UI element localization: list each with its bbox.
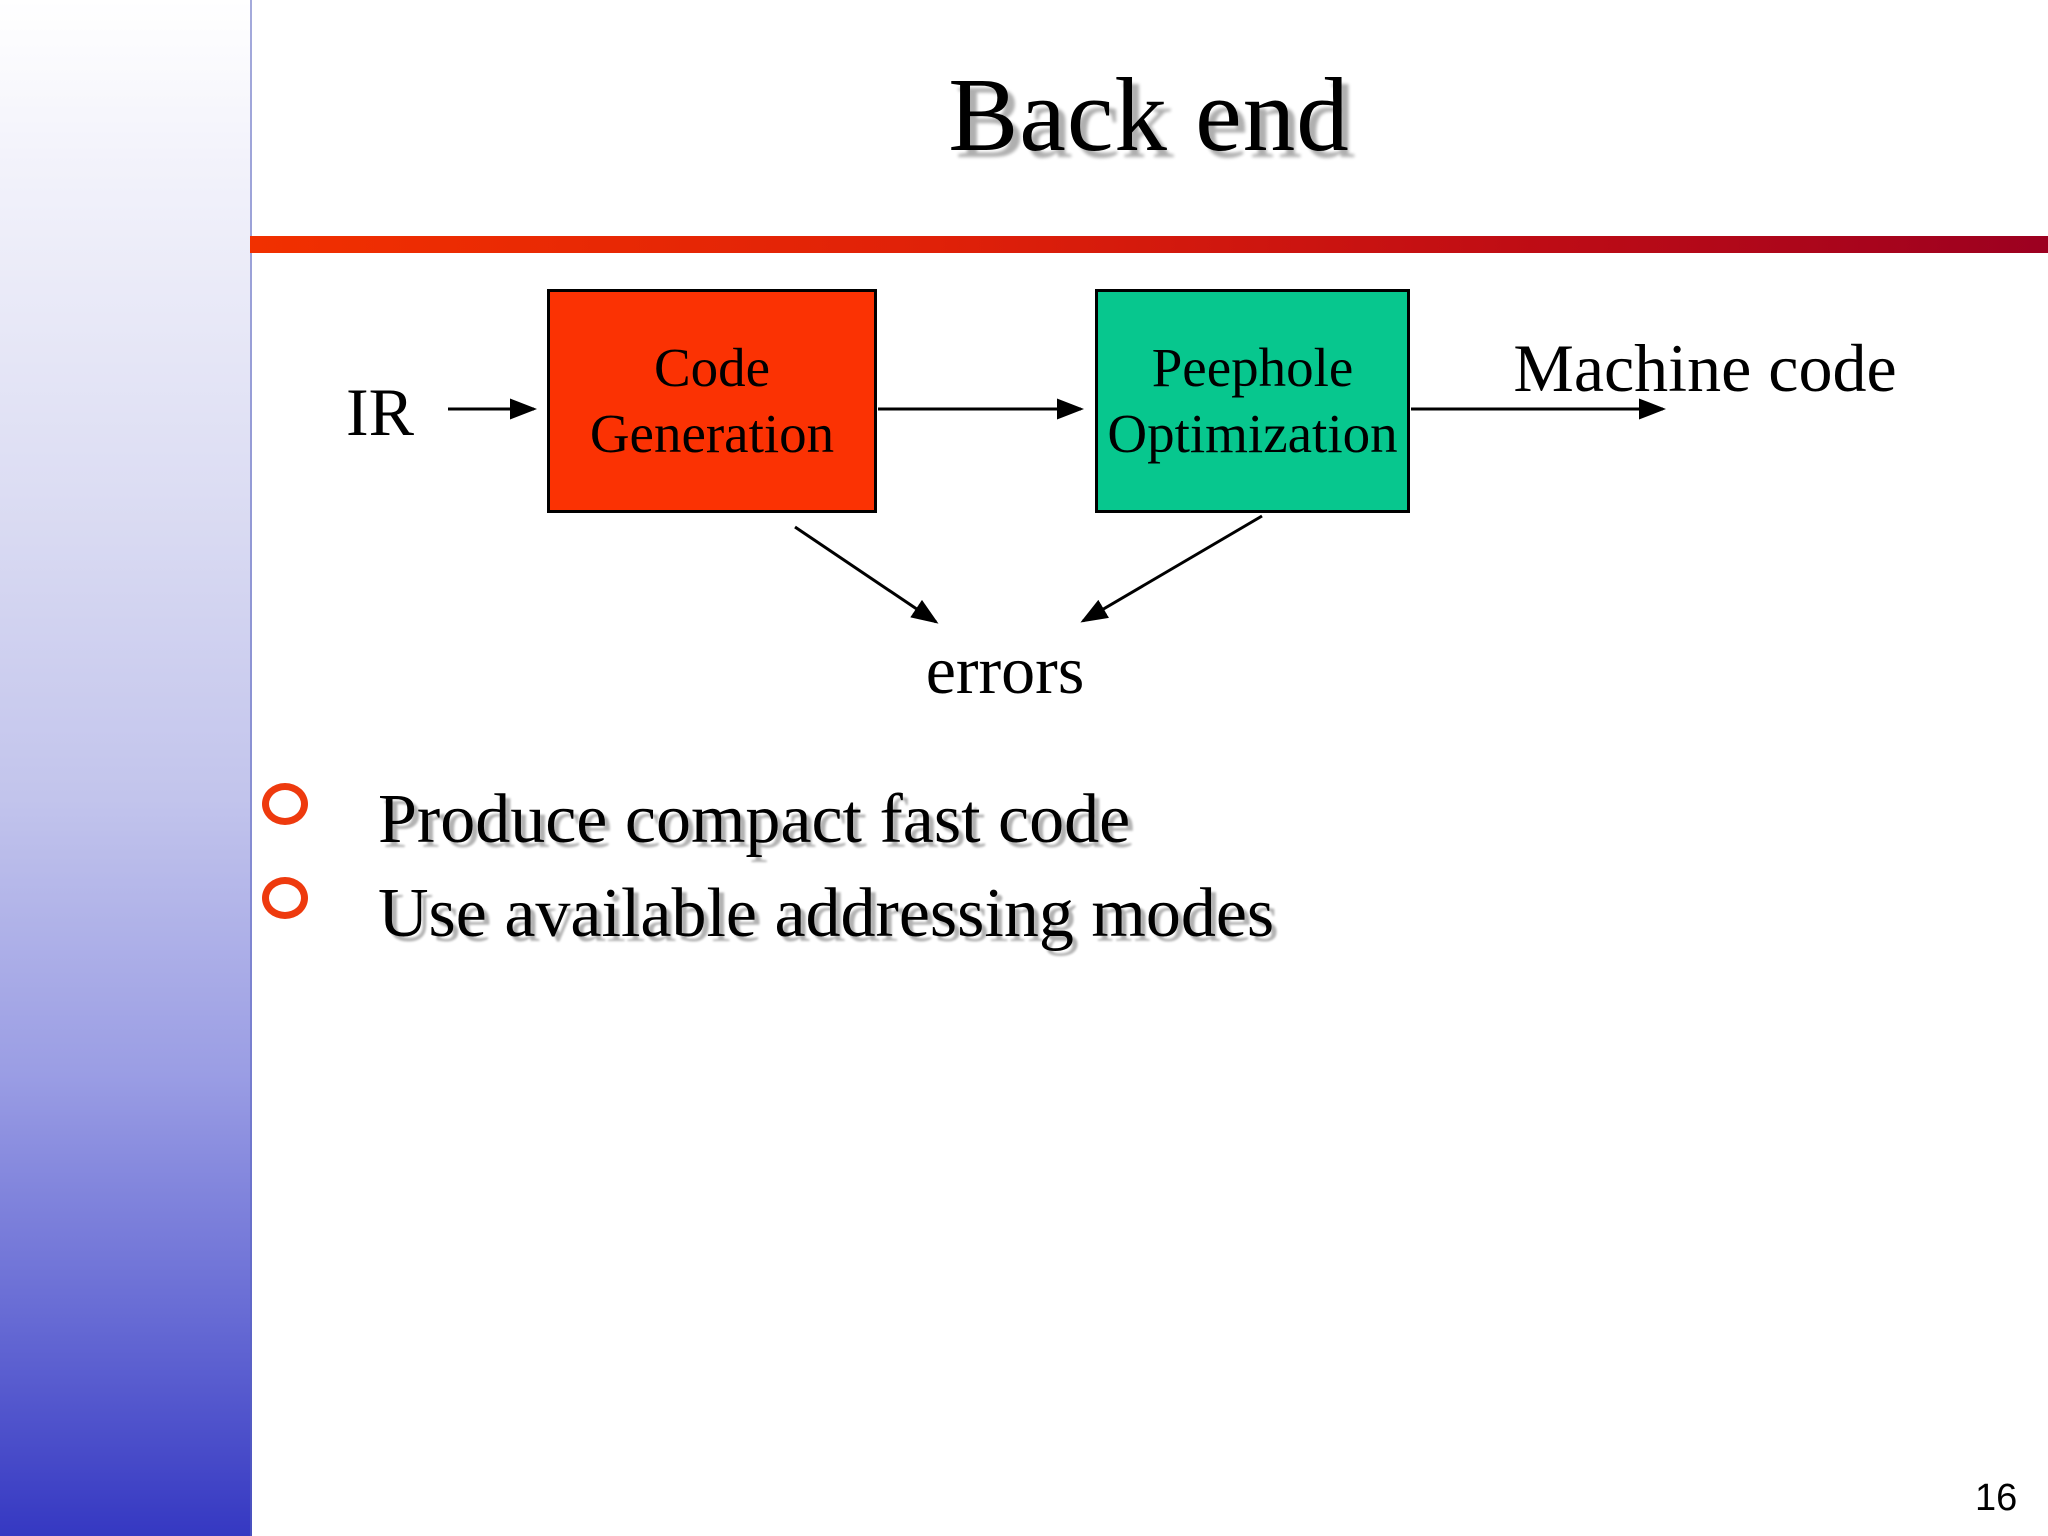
code-generation-label-line1: Code — [653, 337, 771, 398]
bullet-text: Produce compact fast code — [378, 781, 1131, 858]
code-generation-box: Code Generation — [547, 289, 877, 513]
slide-title: Back end — [948, 56, 1350, 173]
peephole-label-line1: Peephole — [1151, 337, 1354, 398]
arrow-codegen-to-errors — [794, 525, 939, 624]
page-number: 16 — [1975, 1477, 2018, 1519]
code-generation-label-line2: Generation — [589, 403, 835, 464]
bullet-ring-icon — [262, 877, 308, 919]
sidebar-gradient — [0, 0, 252, 1536]
bullet-ring-icon — [262, 783, 308, 825]
accent-divider-line — [250, 236, 2048, 253]
peephole-label-line2: Optimization — [1107, 403, 1398, 464]
ir-label: IR — [346, 374, 414, 450]
diagram-arrows — [448, 398, 1666, 624]
errors-label: errors — [925, 632, 1085, 708]
machine-code-label: Machine code — [1513, 330, 1897, 406]
bullet-text: Use available addressing modes — [378, 875, 1275, 952]
peephole-optimization-box: Peephole Optimization — [1095, 289, 1410, 513]
arrow-peephole-to-errors — [1080, 514, 1263, 623]
